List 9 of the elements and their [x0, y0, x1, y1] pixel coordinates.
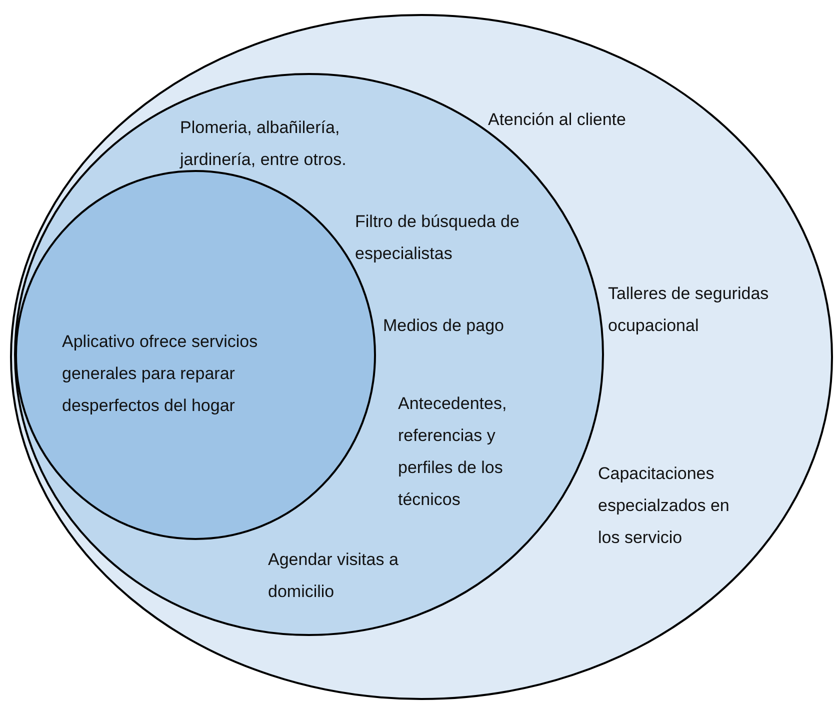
ellipse-text: Agendar visitas a domicilio [268, 549, 400, 603]
ellipse-text: Plomeria, albañilería, jardinería, entre otros. [180, 117, 348, 171]
ellipse-text: Capacitaciones especialzados en los servicio [598, 463, 730, 549]
ellipse-text: Talleres de seguridas ocupacional [608, 283, 770, 337]
ellipse-text: Atención al cliente [488, 109, 627, 131]
ellipse-text: Antecedentes, referencias y perfiles de los técnicos [398, 393, 508, 511]
ellipse-text: Aplicativo ofrece servicios generales para reparar desperfectos del hogar [62, 331, 259, 417]
ellipse-text: Medios de pago [383, 315, 505, 337]
ellipse-text: Filtro de búsqueda de especialistas [355, 211, 520, 265]
